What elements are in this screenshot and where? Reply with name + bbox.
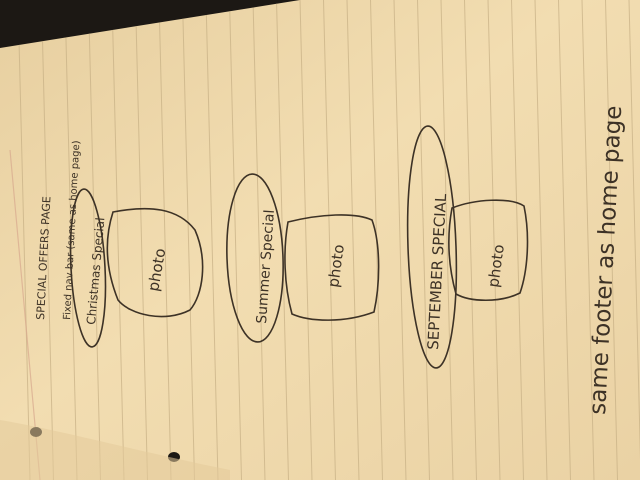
offer-title: Summer Special	[254, 209, 278, 324]
ruled-line	[417, 0, 430, 480]
photo-box	[448, 199, 529, 301]
ruled-line	[17, 0, 31, 480]
photo-label: photo	[484, 243, 508, 288]
ruled-line	[252, 0, 266, 480]
photo-label: photo	[324, 243, 348, 288]
ruled-line	[41, 0, 54, 480]
offer-title-circle	[406, 125, 458, 369]
ruled-line	[229, 0, 242, 480]
ruled-line	[605, 0, 618, 480]
ruled-line	[464, 0, 477, 480]
binder-holes	[0, 420, 230, 480]
ruled-line	[182, 0, 195, 480]
ruled-line	[628, 0, 640, 480]
page-heading: SPECIAL OFFERS PAGE	[34, 196, 53, 320]
ruled-line	[558, 0, 571, 480]
margin-line	[9, 149, 41, 480]
ruled-line	[205, 0, 219, 480]
ruled-line	[487, 0, 501, 480]
torn-edge	[0, 420, 230, 480]
ruled-line	[393, 0, 407, 480]
ruled-line	[346, 0, 360, 480]
ruled-line	[299, 0, 313, 480]
offer-title-circle	[69, 188, 107, 348]
ruled-line	[158, 0, 172, 480]
offer-title-circle	[226, 173, 284, 343]
ruled-line	[88, 0, 101, 480]
ruled-line	[581, 0, 595, 480]
ruled-line	[111, 0, 125, 480]
ruled-line	[534, 0, 548, 480]
ruled-line	[323, 0, 336, 480]
ruled-line	[440, 0, 454, 480]
photo-box	[284, 214, 380, 321]
ruled-line	[511, 0, 524, 480]
ruled-lines	[17, 0, 640, 480]
offer-summer: Summer Special photo	[226, 173, 380, 343]
ruled-line	[135, 0, 148, 480]
photo-box	[106, 207, 204, 318]
